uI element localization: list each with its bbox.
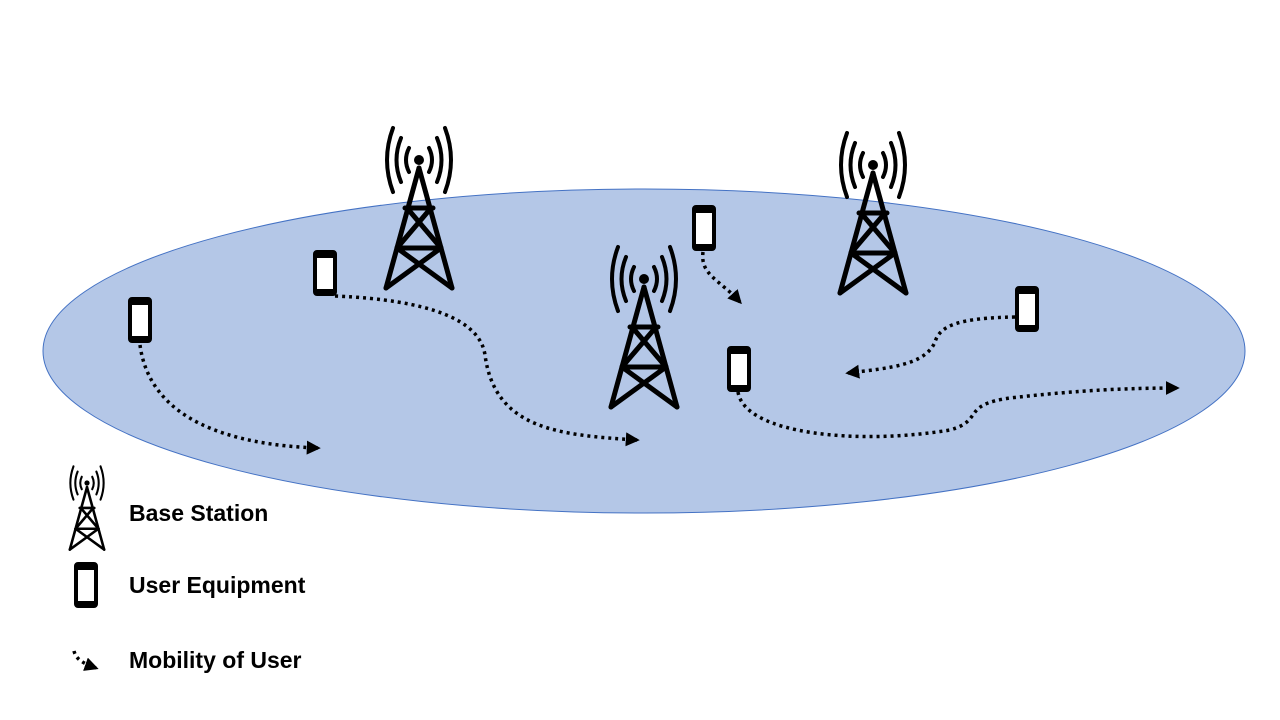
coverage-area (42, 188, 1246, 514)
mobility-path-3 (701, 251, 742, 305)
user-equipment-4 (727, 346, 751, 392)
legend-mobility-label: Mobility of User (129, 647, 302, 673)
legend-user-equipment: User Equipment (74, 562, 306, 608)
user-equipment-3 (692, 205, 716, 251)
user-equipment-1 (128, 297, 152, 343)
user-equipment-2 (313, 250, 337, 296)
legend-user-equipment-label: User Equipment (129, 572, 306, 598)
legend-base-station-label: Base Station (129, 500, 268, 526)
mobility-path-5 (845, 315, 1016, 379)
base-station-icon (68, 465, 106, 551)
user-equipment-5 (1015, 286, 1039, 332)
mobility-path-4 (736, 381, 1180, 439)
dotted-arrow-icon (72, 650, 99, 671)
mobility-path-2 (334, 294, 640, 447)
legend: Base Station User Equipment Mobility of … (68, 465, 306, 673)
phone-icon (74, 562, 98, 608)
legend-base-station: Base Station (68, 465, 268, 551)
legend-mobility: Mobility of User (72, 647, 302, 673)
